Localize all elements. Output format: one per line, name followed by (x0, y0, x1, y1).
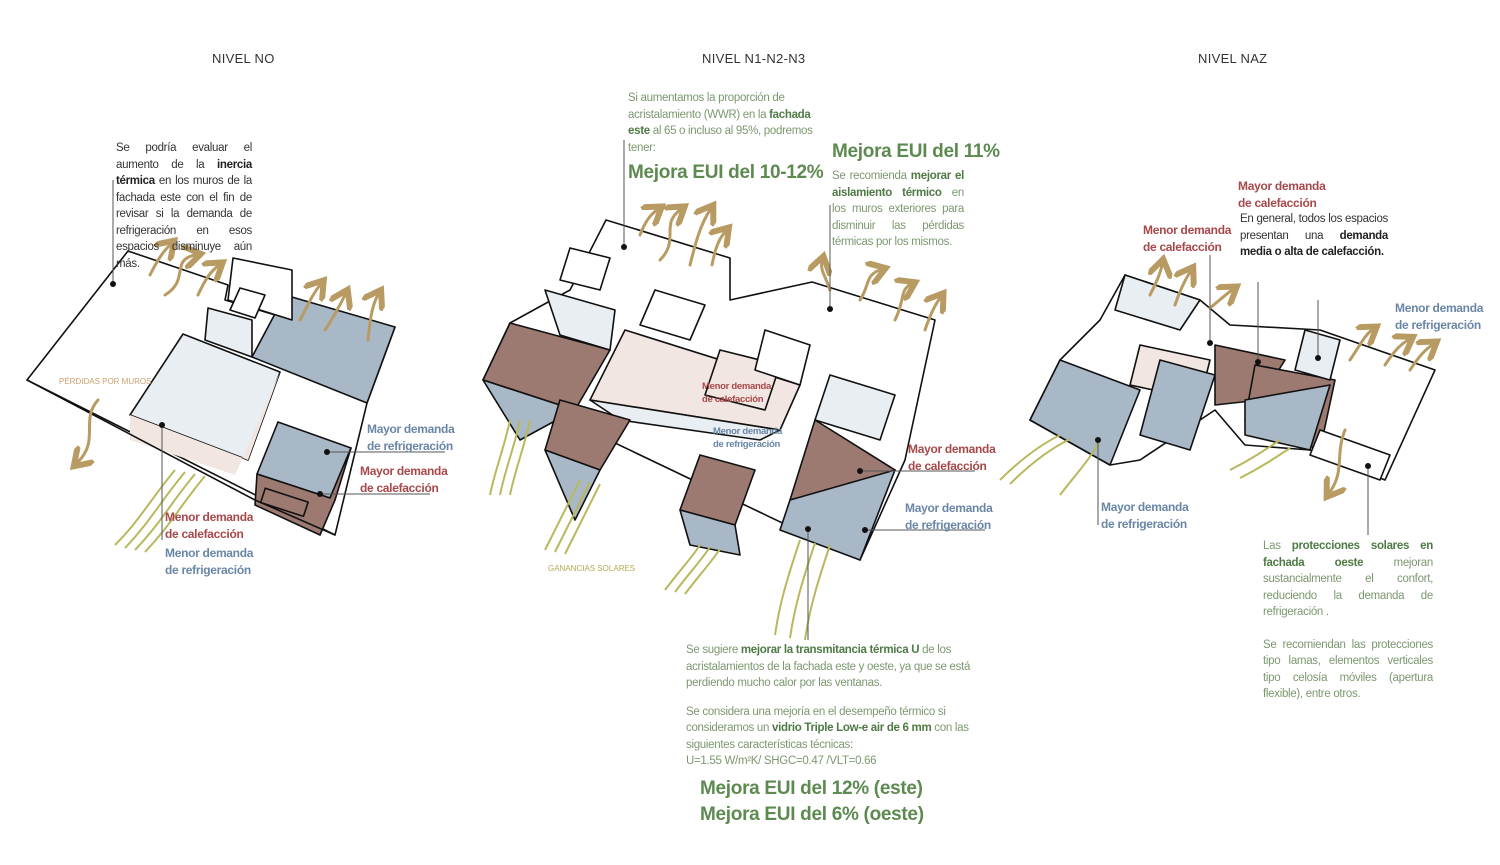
title-nivel-n1-n3: NIVEL N1-N2-N3 (702, 51, 806, 66)
vidrio-group: Se sugiere mejorar la transmitancia térm… (686, 642, 986, 828)
heat-loss-arrows (78, 210, 1432, 492)
vidrio-specs: U=1.55 W/m²K/ SHGC=0.47 /VLT=0.66 (686, 755, 877, 767)
wwr-group: Si aumentamos la proporción de acristala… (628, 90, 828, 186)
vidrio-note: Se considera una mejoría en el desempeño… (686, 705, 969, 751)
aislamiento-eui: Mejora EUI del 11% (832, 141, 1000, 162)
inercia-note: Se podría evaluar el aumento de la inerc… (116, 142, 252, 270)
eui-oeste: Mejora EUI del 6% (oeste) (700, 803, 924, 825)
transmitancia-note: Se sugiere mejorar la transmitancia térm… (686, 644, 971, 689)
title-nivel-naz: NIVEL NAZ (1198, 51, 1268, 66)
title-nivel-no: NIVEL NO (212, 51, 275, 66)
eui-este: Mejora EUI del 12% (este) (700, 777, 923, 799)
leader-lines (112, 140, 1369, 640)
perdidas-label: PÉRDIDAS POR MUROS (59, 377, 152, 386)
protecciones-note: Las protecciones solares en fachada oest… (1263, 540, 1433, 618)
protecciones-group: Las protecciones solares en fachada oest… (1263, 538, 1433, 703)
wwr-eui: Mejora EUI del 10-12% (628, 162, 824, 183)
aislamiento-group: Mejora EUI del 11% Se recomienda mejorar… (832, 139, 1000, 251)
ganancias-label: GANANCIAS SOLARES (548, 564, 636, 573)
building-nivel-naz (1029, 274, 1436, 481)
marker-dots (110, 244, 1371, 533)
wwr-note: Si aumentamos la proporción de acristala… (628, 92, 813, 154)
building-nivel-n1-n3 (482, 219, 936, 561)
building-nivel-no (26, 250, 396, 536)
general-note: En general, todos los espacios presentan… (1240, 213, 1388, 258)
aislamiento-note: Se recomienda mejorar el aislamiento tér… (832, 170, 964, 248)
protecciones-note-2: Se recomiendan las protecciones tipo lam… (1263, 638, 1433, 701)
solar-gain-lines (114, 419, 1291, 641)
